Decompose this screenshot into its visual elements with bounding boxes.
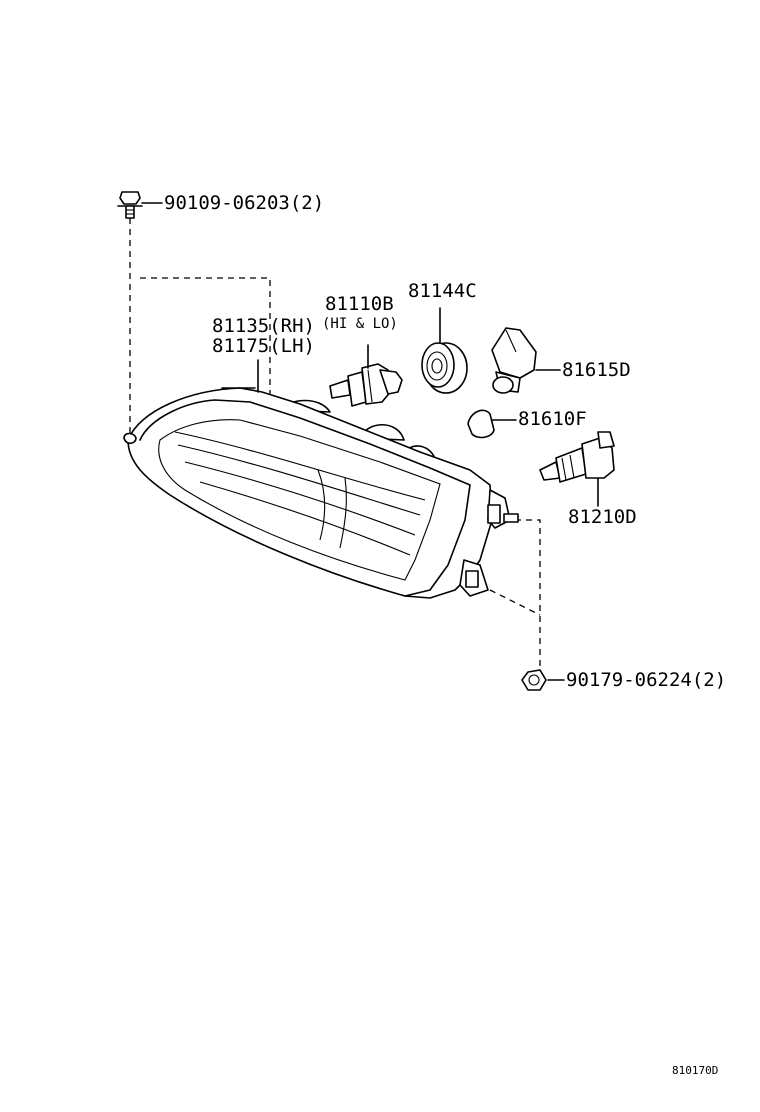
bulb-81615d-part[interactable]: [491, 327, 561, 394]
bulb-81110b-note: (HI & LO): [322, 316, 398, 332]
bulb-81110b-label: 81110B: [325, 293, 394, 315]
bulb-81615d-label: 81615D: [562, 359, 631, 381]
bulb-81610f-label: 81610F: [518, 408, 587, 430]
headlamp-lh-label: 81175(LH): [212, 335, 315, 357]
cover-81144c-label: 81144C: [408, 280, 477, 302]
nut-part[interactable]: [521, 669, 565, 691]
bulb-81110b-part[interactable]: [329, 344, 403, 407]
nut-label: 90179-06224(2): [566, 669, 726, 691]
headlamp-rh-label: 81135(RH): [212, 315, 315, 337]
cover-81144c-part[interactable]: [421, 307, 468, 394]
assembly-guide-lines: [129, 218, 541, 670]
bulb-81610f-part[interactable]: [467, 409, 517, 439]
headlamp-assembly[interactable]: [123, 359, 519, 599]
illustration-id: 810170D: [672, 1064, 718, 1077]
bolt-part[interactable]: [117, 191, 163, 219]
bulb-81210d-label: 81210D: [568, 506, 637, 528]
bulb-81210d-part[interactable]: [539, 431, 615, 507]
bolt-label: 90109-06203(2): [164, 192, 324, 214]
